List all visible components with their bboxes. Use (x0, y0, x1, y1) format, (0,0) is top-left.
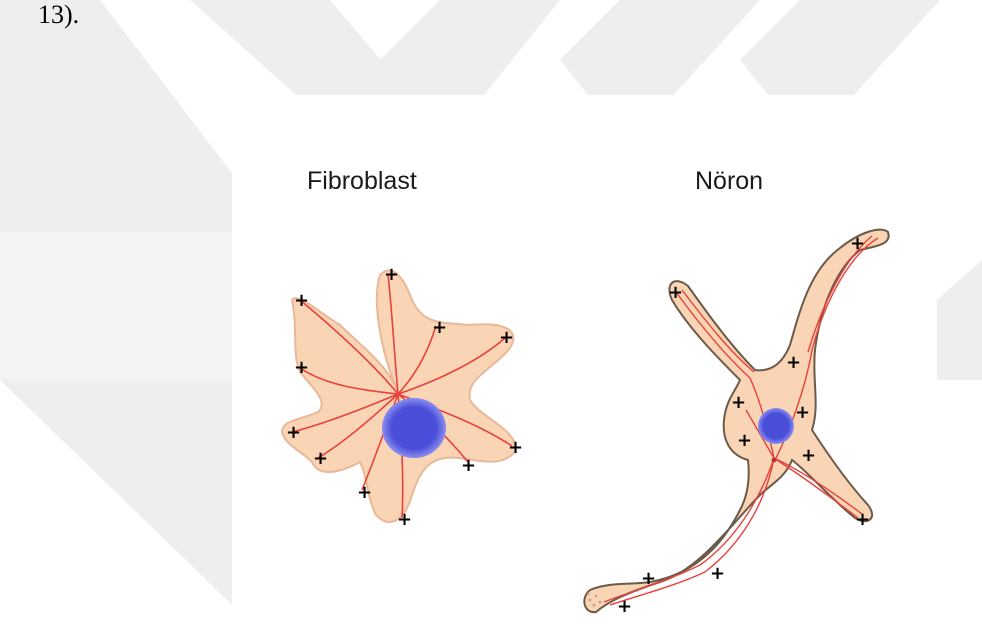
fibroblast-cell: + + + + + + + + + + + (280, 264, 523, 530)
svg-text:+: + (668, 282, 683, 303)
svg-text:+: + (432, 317, 447, 338)
svg-text:+: + (461, 455, 476, 476)
svg-text:+: + (294, 290, 309, 311)
neuron-cell: + + + + + + + + + + + (583, 228, 890, 617)
svg-text:+: + (801, 445, 816, 466)
svg-text:+: + (737, 430, 752, 451)
svg-text:+: + (384, 264, 399, 285)
svg-text:+: + (786, 352, 801, 373)
neuron-centrosome (771, 457, 777, 463)
page-text-fragment: 13). (38, 0, 80, 29)
svg-text:+: + (855, 509, 870, 530)
svg-text:+: + (795, 402, 810, 423)
svg-text:+: + (617, 596, 632, 617)
svg-text:+: + (641, 568, 656, 589)
svg-text:+: + (499, 327, 514, 348)
fibroblast-nucleus (382, 398, 446, 458)
svg-text:+: + (313, 448, 328, 469)
fibroblast-markers: + + + + + + + + + + + (286, 264, 523, 530)
fibroblast-title: Fibroblast (307, 167, 417, 195)
svg-text:+: + (286, 422, 301, 443)
svg-text:+: + (850, 233, 865, 254)
svg-text:+: + (710, 563, 725, 584)
svg-text:+: + (731, 392, 746, 413)
neuron-markers: + + + + + + + + + + + (617, 233, 870, 617)
neuron-title: Nöron (695, 167, 764, 195)
svg-text:+: + (294, 357, 309, 378)
svg-text:+: + (357, 482, 372, 503)
neuron-vesicles (586, 592, 602, 607)
neuron-membrane (583, 228, 890, 614)
svg-text:+: + (397, 509, 412, 530)
svg-text:+: + (508, 437, 523, 458)
neuron-nucleus (758, 408, 794, 444)
